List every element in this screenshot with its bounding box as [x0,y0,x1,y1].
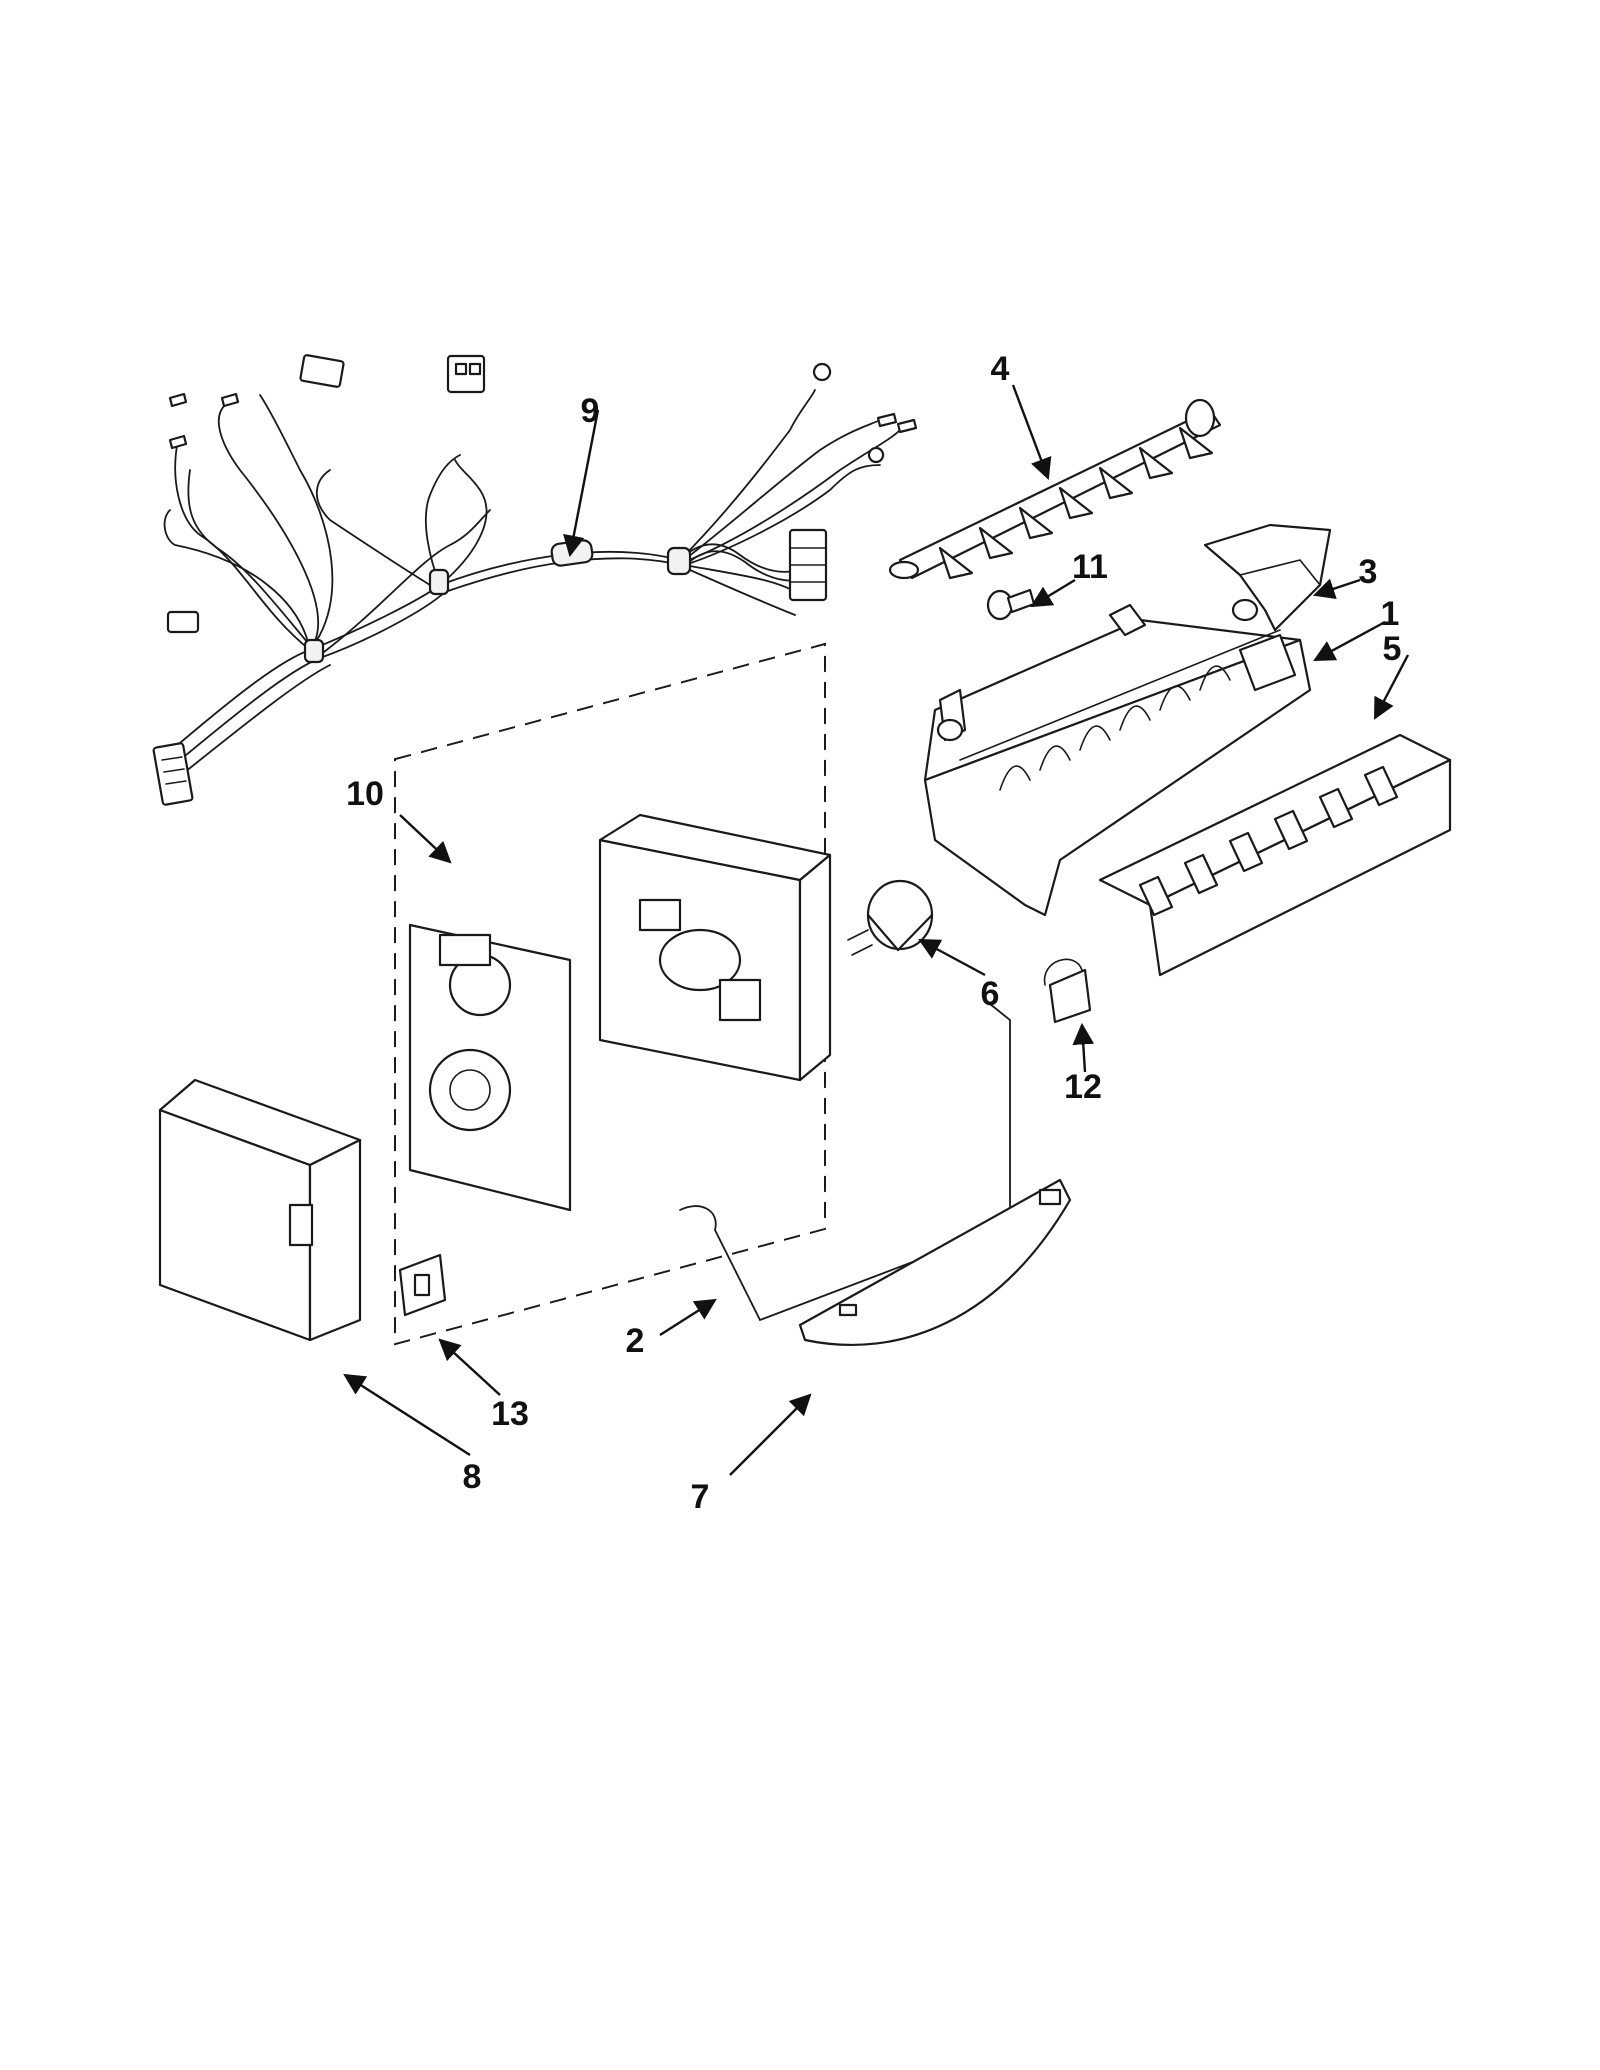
callout-5: 5 [1383,630,1402,668]
on-off-switch [398,1253,447,1317]
callout-11: 11 [1072,548,1108,586]
wire-harness [152,354,918,806]
motor-assembly-group-outline [394,642,826,1346]
callout-7: 7 [691,1478,710,1516]
callout-6: 6 [981,975,1000,1013]
callouts: 1 2 3 4 5 6 7 8 9 10 11 12 13 [346,350,1401,1516]
bin-cover [798,1178,1072,1347]
screw [986,588,1036,621]
motor-plate [408,923,572,1212]
bearing-bracket [1203,523,1332,632]
retaining-clip [1043,958,1092,1024]
leader-lines [343,384,1410,1476]
callout-10: 10 [346,775,384,813]
shutoff-arm [679,999,1011,1322]
callout-13: 13 [491,1395,529,1433]
thermostat [847,879,934,956]
ice-stripper [1098,733,1452,977]
ice-mold [923,603,1312,917]
callout-12: 12 [1064,1068,1102,1106]
callout-3: 3 [1359,553,1378,591]
callout-2: 2 [626,1322,645,1360]
callout-4: 4 [991,350,1010,388]
ejector-shaft [888,398,1222,580]
callout-8: 8 [463,1458,482,1496]
motor-housing [598,813,832,1082]
callout-9: 9 [581,392,600,430]
callout-1: 1 [1381,595,1400,633]
front-cover [158,1078,362,1342]
